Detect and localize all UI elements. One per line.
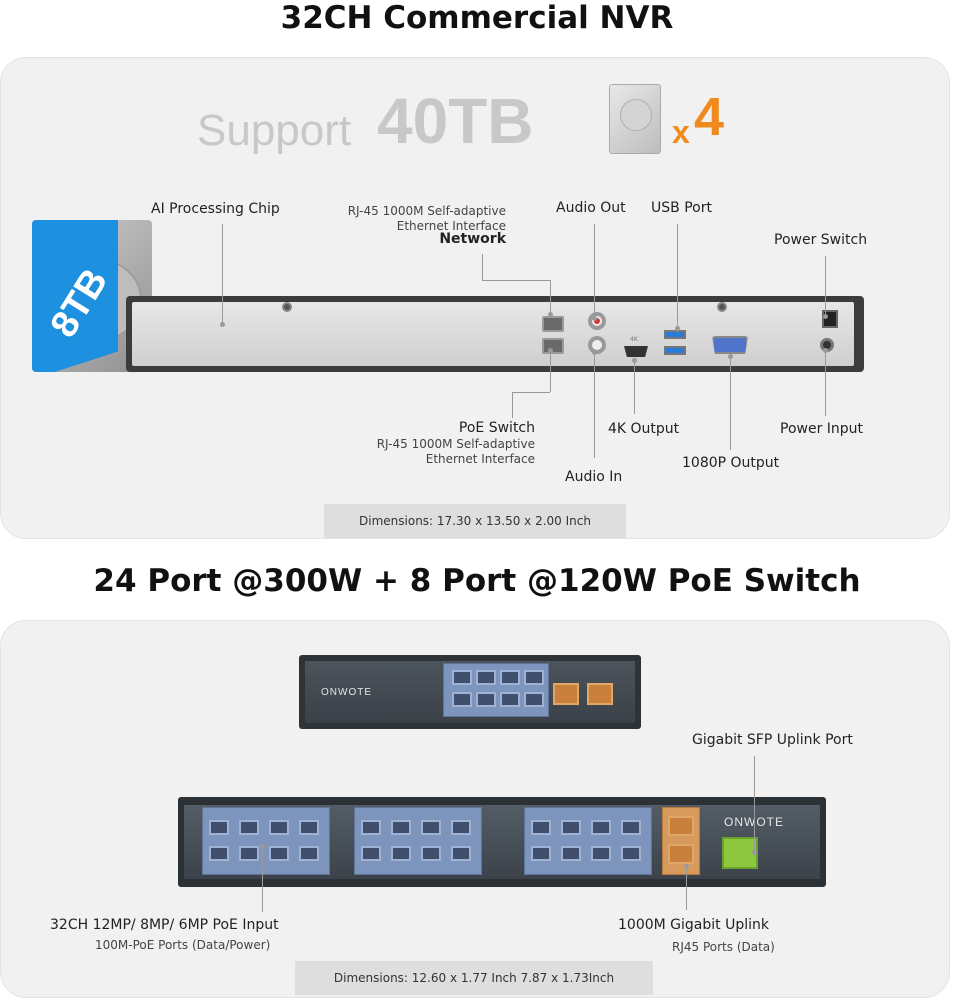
- poe-port-panel-small: [443, 663, 549, 717]
- poe-port-panel-2: [354, 807, 482, 875]
- brand-logo-large: ONWOTE: [724, 815, 784, 829]
- nvr-device: 4K: [126, 296, 864, 372]
- screw-icon: [717, 302, 727, 312]
- poe-port-panel-3: [524, 807, 652, 875]
- label-4k-output: 4K Output: [608, 421, 680, 437]
- nvr-dimensions: Dimensions: 17.30 x 13.50 x 2.00 Inch: [324, 504, 626, 538]
- uplink-port-panel: [662, 807, 700, 875]
- nvr-title: 32CH Commercial NVR: [280, 0, 674, 36]
- support-word: Support: [197, 106, 352, 155]
- audio-out-port: [588, 312, 606, 330]
- usb-port-lower: [664, 346, 686, 355]
- hard-drive-icon: [609, 84, 661, 154]
- audio-in-port: [588, 336, 606, 354]
- label-poe-switch: PoE Switch: [458, 420, 535, 436]
- network-port: [542, 316, 564, 332]
- label-network-sub2: Ethernet Interface: [396, 219, 506, 233]
- multiplier-number: 4: [694, 87, 725, 147]
- poe-port: [542, 338, 564, 354]
- label-power-input: Power Input: [780, 421, 864, 437]
- label-poe-input-sub: 100M-PoE Ports (Data/Power): [95, 938, 271, 952]
- label-network-sub1: RJ-45 1000M Self-adaptive: [347, 204, 506, 218]
- hdmi-port: [624, 346, 648, 357]
- label-1080p-output: 1080P Output: [682, 455, 780, 471]
- label-poe-input: 32CH 12MP/ 8MP/ 6MP PoE Input: [50, 917, 279, 933]
- switch-dimensions: Dimensions: 12.60 x 1.77 Inch 7.87 x 1.7…: [295, 961, 653, 995]
- multiplier-x: x: [672, 114, 690, 150]
- uplink-port-small-1: [553, 683, 579, 705]
- switch-large-device: ONWOTE: [178, 797, 826, 887]
- label-audio-out: Audio Out: [556, 200, 626, 216]
- label-usb-port: USB Port: [651, 200, 712, 216]
- sfp-port: [722, 837, 758, 869]
- screw-icon: [282, 302, 292, 312]
- switch-small-device: ONWOTE: [299, 655, 641, 729]
- label-ai-chip: AI Processing Chip: [151, 201, 280, 217]
- support-capacity-value: 40TB: [377, 85, 534, 157]
- poe-port-panel-1: [202, 807, 330, 875]
- label-audio-in: Audio In: [565, 469, 623, 485]
- uplink-port-small-2: [587, 683, 613, 705]
- vga-port: [712, 336, 748, 354]
- label-sfp-uplink: Gigabit SFP Uplink Port: [692, 732, 853, 748]
- label-poe-sub2: Ethernet Interface: [425, 452, 535, 466]
- brand-logo-small: ONWOTE: [321, 687, 372, 698]
- label-power-switch: Power Switch: [774, 232, 868, 248]
- usb-port-upper: [664, 330, 686, 339]
- label-network: Network: [439, 231, 506, 247]
- switch-title: 24 Port @300W + 8 Port @120W PoE Switch: [93, 563, 861, 599]
- label-gigabit-uplink: 1000M Gigabit Uplink: [618, 917, 769, 933]
- label-uplink-sub: RJ45 Ports (Data): [672, 940, 775, 954]
- label-poe-sub1: RJ-45 1000M Self-adaptive: [376, 437, 535, 451]
